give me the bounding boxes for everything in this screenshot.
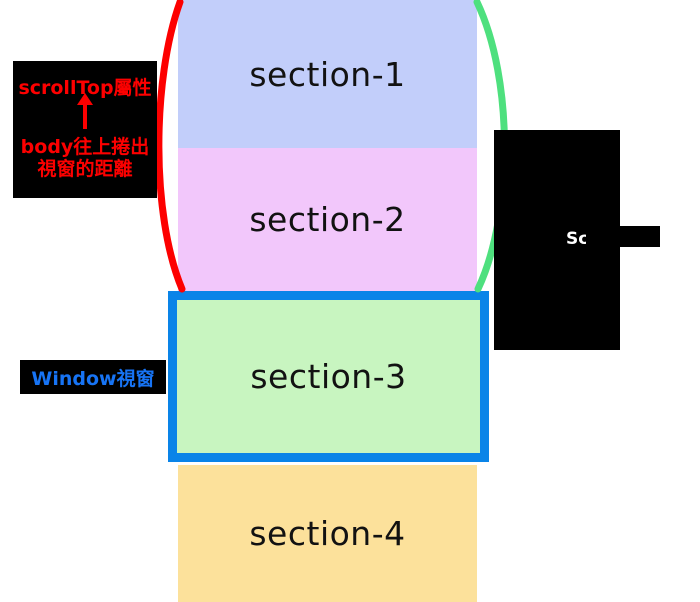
window-annotation-label: Window視窗 bbox=[31, 367, 155, 390]
section-block-1: section-1 bbox=[178, 0, 477, 148]
window-viewport-box: section-3 bbox=[168, 291, 489, 462]
scrolltop-annotation-line2: body往上捲出 bbox=[20, 136, 150, 159]
section-2-label: section-2 bbox=[249, 200, 406, 239]
section-block-4: section-4 bbox=[178, 465, 477, 602]
window-annotation-box: Window視窗 bbox=[20, 360, 166, 394]
scrolltop-annotation-line3: 視窗的距離 bbox=[37, 157, 133, 180]
scrolltop-annotation-line1: scrollTop屬性 bbox=[18, 77, 152, 100]
scroll-panel-caption-text: Sc bbox=[566, 229, 589, 249]
scrolltop-annotation-box: scrollTop屬性 body往上捲出 視窗的距離 bbox=[13, 61, 157, 198]
up-arrow-icon bbox=[77, 93, 93, 130]
section-3-label: section-3 bbox=[250, 357, 407, 396]
caption-redaction-bar bbox=[586, 226, 660, 247]
scroll-panel-caption: Sc bbox=[566, 226, 588, 252]
section-1-label: section-1 bbox=[249, 54, 406, 94]
section-4-label: section-4 bbox=[249, 514, 406, 553]
section-block-2: section-2 bbox=[178, 148, 477, 291]
